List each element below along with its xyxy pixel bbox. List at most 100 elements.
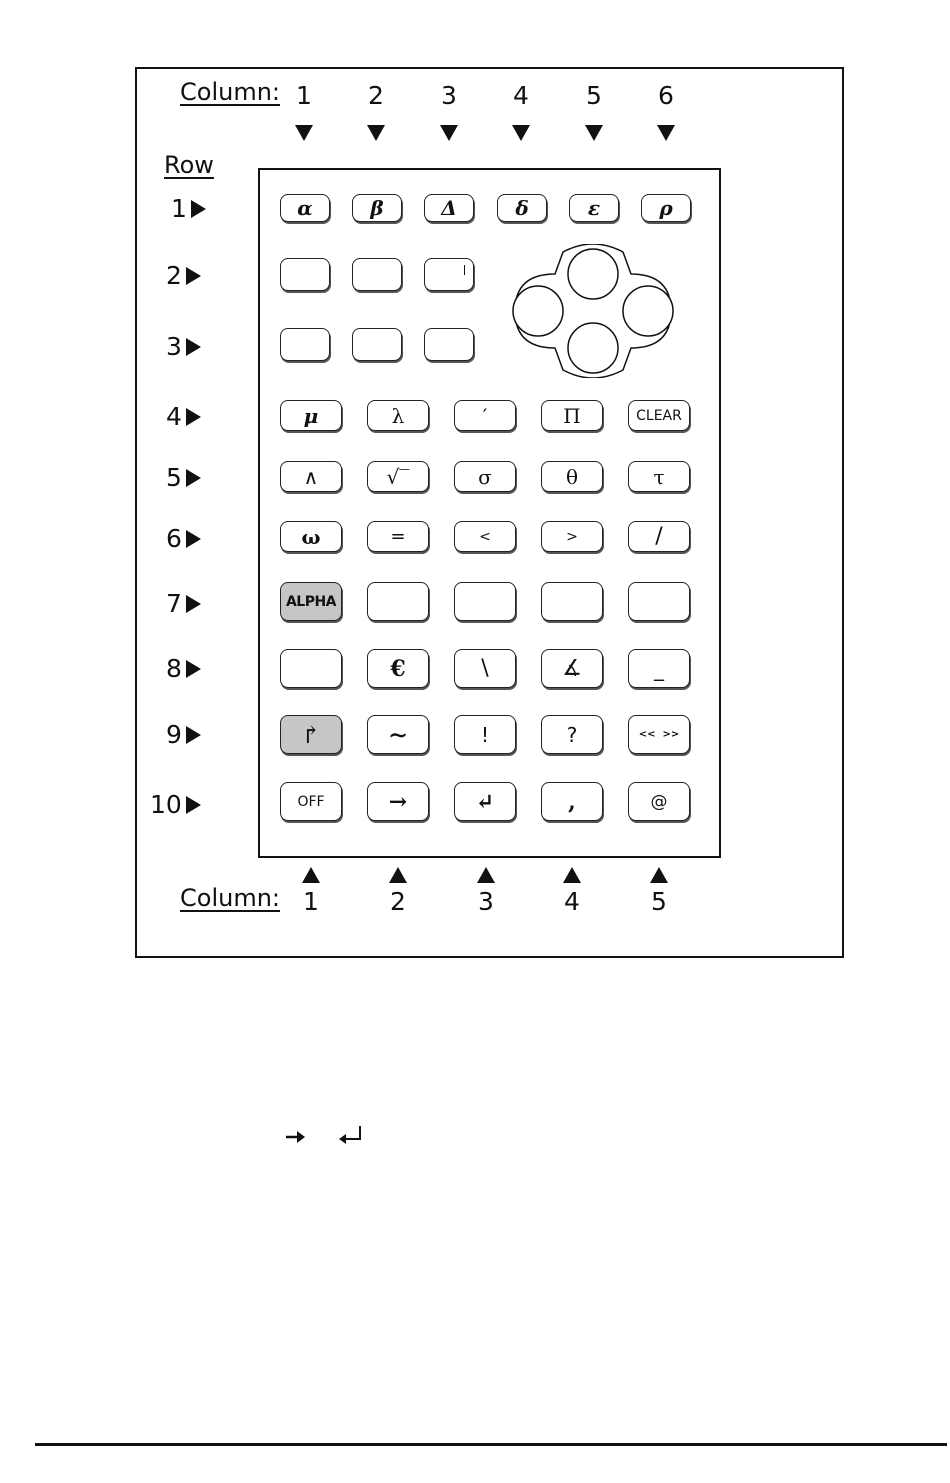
key-question[interactable]: ?: [541, 715, 603, 754]
store-arrow-icon: [284, 1124, 308, 1146]
row-pointer: [186, 726, 201, 744]
direction-pad: [511, 244, 675, 378]
row-pointer: [186, 469, 201, 487]
key-exclamation[interactable]: !: [454, 715, 516, 754]
row-pointer: [186, 660, 201, 678]
top-column-number: 2: [368, 83, 384, 108]
column-pointer-down: [512, 125, 530, 141]
key-greater-than[interactable]: >: [541, 521, 603, 552]
top-column-title: Column:: [180, 80, 280, 104]
bottom-column-number: 4: [564, 889, 580, 914]
top-column-number: 1: [296, 83, 312, 108]
key-underscore[interactable]: _: [628, 649, 690, 688]
key-prime[interactable]: ′: [454, 400, 516, 431]
key-alpha-mode[interactable]: ALPHA: [280, 582, 342, 621]
key-theta[interactable]: θ: [541, 461, 603, 492]
key-slash[interactable]: /: [628, 521, 690, 552]
column-pointer-up: [389, 867, 407, 883]
key-mark: [464, 265, 465, 275]
column-pointer-up: [563, 867, 581, 883]
key-right-shift[interactable]: ↱: [280, 715, 342, 754]
row-label-4: 4: [166, 404, 201, 429]
key-delta-lower[interactable]: δ: [497, 194, 547, 222]
key-omega[interactable]: ω: [280, 521, 342, 552]
row-pointer: [186, 595, 201, 613]
row-label-5: 5: [166, 465, 201, 490]
column-pointer-up: [302, 867, 320, 883]
row-label-6: 6: [166, 526, 201, 551]
row-label-9: 9: [166, 722, 201, 747]
top-column-number: 6: [658, 83, 674, 108]
key-blank[interactable]: [424, 328, 474, 361]
key-at[interactable]: @: [628, 782, 690, 821]
key-backslash[interactable]: \: [454, 649, 516, 688]
key-blank[interactable]: [352, 328, 402, 361]
key-rho[interactable]: ρ: [641, 194, 691, 222]
column-pointer-down: [440, 125, 458, 141]
key-alpha-greek[interactable]: α: [280, 194, 330, 222]
key-delta-upper[interactable]: Δ: [424, 194, 474, 222]
row-title: Row: [164, 153, 214, 177]
row-label-1: 1: [171, 196, 206, 221]
key-sigma[interactable]: σ: [454, 461, 516, 492]
enter-arrow-icon: [336, 1124, 364, 1146]
bottom-column-title: Column:: [180, 886, 280, 910]
dpad-down-button[interactable]: [568, 323, 618, 373]
key-equals[interactable]: =: [367, 521, 429, 552]
key-blank[interactable]: [280, 649, 342, 688]
key-blank[interactable]: [628, 582, 690, 621]
top-column-number: 3: [441, 83, 457, 108]
key-blank[interactable]: [367, 582, 429, 621]
key-euro[interactable]: €: [367, 649, 429, 688]
key-comma[interactable]: ,: [541, 782, 603, 821]
top-column-number: 5: [586, 83, 602, 108]
row-pointer: [186, 530, 201, 548]
bottom-column-number: 5: [651, 889, 667, 914]
key-blank[interactable]: [280, 258, 330, 291]
key-lambda[interactable]: λ: [367, 400, 429, 431]
bottom-column-number: 1: [303, 889, 319, 914]
key-tau[interactable]: τ: [628, 461, 690, 492]
row-label-8: 8: [166, 656, 201, 681]
key-sqrt[interactable]: √‾: [367, 461, 429, 492]
key-enter[interactable]: ↵: [454, 782, 516, 821]
dpad-left-button[interactable]: [513, 286, 563, 336]
bottom-column-number: 3: [478, 889, 494, 914]
key-epsilon[interactable]: ε: [569, 194, 619, 222]
row-label-10: 10: [150, 792, 201, 817]
page-rule: [35, 1443, 947, 1446]
key-blank[interactable]: [424, 258, 474, 291]
row-label-3: 3: [166, 334, 201, 359]
column-pointer-up: [477, 867, 495, 883]
top-column-number: 4: [513, 83, 529, 108]
column-pointer-down: [657, 125, 675, 141]
dpad-right-button[interactable]: [623, 286, 673, 336]
key-store-arrow[interactable]: →: [367, 782, 429, 821]
key-off[interactable]: OFF: [280, 782, 342, 821]
row-pointer: [186, 338, 201, 356]
key-blank[interactable]: [280, 328, 330, 361]
key-blank[interactable]: [454, 582, 516, 621]
key-pi-upper[interactable]: Π: [541, 400, 603, 431]
column-pointer-down: [585, 125, 603, 141]
key-mu[interactable]: μ: [280, 400, 342, 431]
key-clear[interactable]: CLEAR: [628, 400, 690, 431]
key-blank[interactable]: [352, 258, 402, 291]
row-pointer: [186, 408, 201, 426]
column-pointer-down: [367, 125, 385, 141]
row-label-7: 7: [166, 591, 201, 616]
row-label-2: 2: [166, 263, 201, 288]
row-pointer: [186, 796, 201, 814]
column-pointer-up: [650, 867, 668, 883]
bottom-column-number: 2: [390, 889, 406, 914]
key-angle[interactable]: ∡: [541, 649, 603, 688]
dpad-up-button[interactable]: [568, 249, 618, 299]
key-beta[interactable]: β: [352, 194, 402, 222]
column-pointer-down: [295, 125, 313, 141]
key-program-delimiters[interactable]: << >>: [628, 715, 690, 754]
key-less-than[interactable]: <: [454, 521, 516, 552]
key-blank[interactable]: [541, 582, 603, 621]
key-wedge[interactable]: ∧: [280, 461, 342, 492]
row-pointer: [186, 267, 201, 285]
key-tilde[interactable]: ∼: [367, 715, 429, 754]
